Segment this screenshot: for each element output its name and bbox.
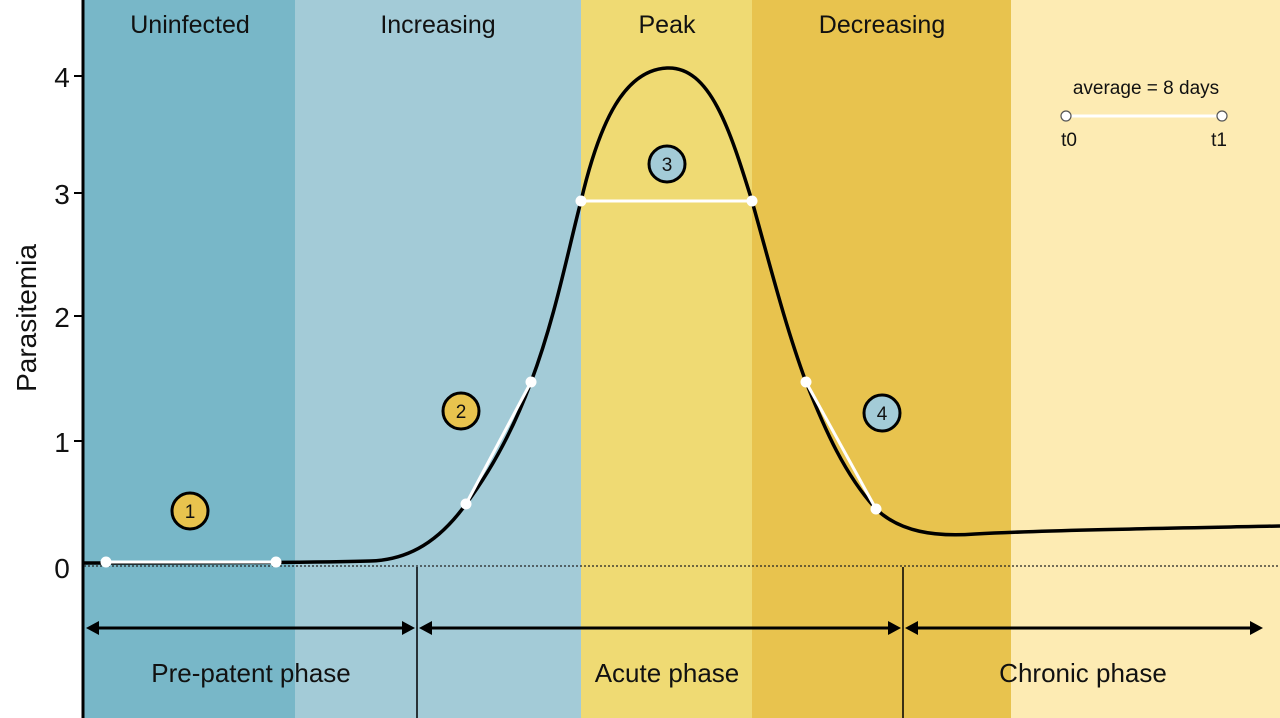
band-chronic bbox=[1011, 0, 1280, 718]
marker-3-number: 3 bbox=[662, 155, 673, 176]
stage-label-uninfected: Uninfected bbox=[130, 11, 250, 39]
interval-1-end-point bbox=[270, 556, 282, 568]
interval-1-start-point bbox=[100, 556, 112, 568]
phase-arrow-chronic bbox=[905, 621, 1263, 635]
parasitemia-curve bbox=[83, 66, 1280, 565]
interval-2-segment bbox=[464, 381, 533, 505]
marker-4-number: 4 bbox=[877, 404, 888, 425]
phase-arrow-acute bbox=[419, 621, 901, 635]
interval-4-segment bbox=[804, 381, 878, 510]
marker-2-number: 2 bbox=[456, 402, 467, 423]
band-increasing bbox=[295, 0, 581, 718]
y-tick-label-4: 4 bbox=[54, 62, 70, 93]
legend-start-label: t0 bbox=[1061, 130, 1077, 151]
interval-3-end-point bbox=[746, 195, 758, 207]
y-tick-label-2: 2 bbox=[54, 302, 70, 333]
interval-4-start-point bbox=[800, 376, 812, 388]
y-axis-label: Parasitemia bbox=[11, 244, 42, 392]
marker-1-number: 1 bbox=[185, 502, 196, 523]
phase-arrow-pre-patent bbox=[86, 621, 415, 635]
interval-2-start-point bbox=[460, 498, 472, 510]
marker-2-circle bbox=[441, 391, 481, 431]
interval-2-end-point bbox=[525, 376, 537, 388]
y-tick-label-0: 0 bbox=[54, 553, 70, 584]
phase-label-chronic: Chronic phase bbox=[999, 658, 1167, 688]
legend-end-point bbox=[1216, 110, 1228, 122]
phase-label-acute: Acute phase bbox=[595, 658, 740, 688]
band-uninfected bbox=[84, 0, 295, 718]
band-decreasing bbox=[752, 0, 1011, 718]
marker-1-circle bbox=[170, 491, 210, 531]
y-tick-label-3: 3 bbox=[54, 179, 70, 210]
marker-3-circle bbox=[647, 144, 687, 184]
legend-start-point bbox=[1060, 110, 1072, 122]
legend-end-label: t1 bbox=[1211, 130, 1227, 151]
stage-label-decreasing: Decreasing bbox=[819, 11, 945, 39]
stage-label-peak: Peak bbox=[639, 11, 696, 39]
marker-4-circle bbox=[862, 393, 902, 433]
stage-label-increasing: Increasing bbox=[380, 11, 495, 39]
phase-label-pre-patent: Pre-patent phase bbox=[151, 658, 350, 688]
interval-3-start-point bbox=[575, 195, 587, 207]
y-tick-label-1: 1 bbox=[54, 427, 70, 458]
band-peak bbox=[581, 0, 752, 718]
interval-4-end-point bbox=[870, 503, 882, 515]
legend-text: average = 8 days bbox=[1073, 78, 1219, 99]
